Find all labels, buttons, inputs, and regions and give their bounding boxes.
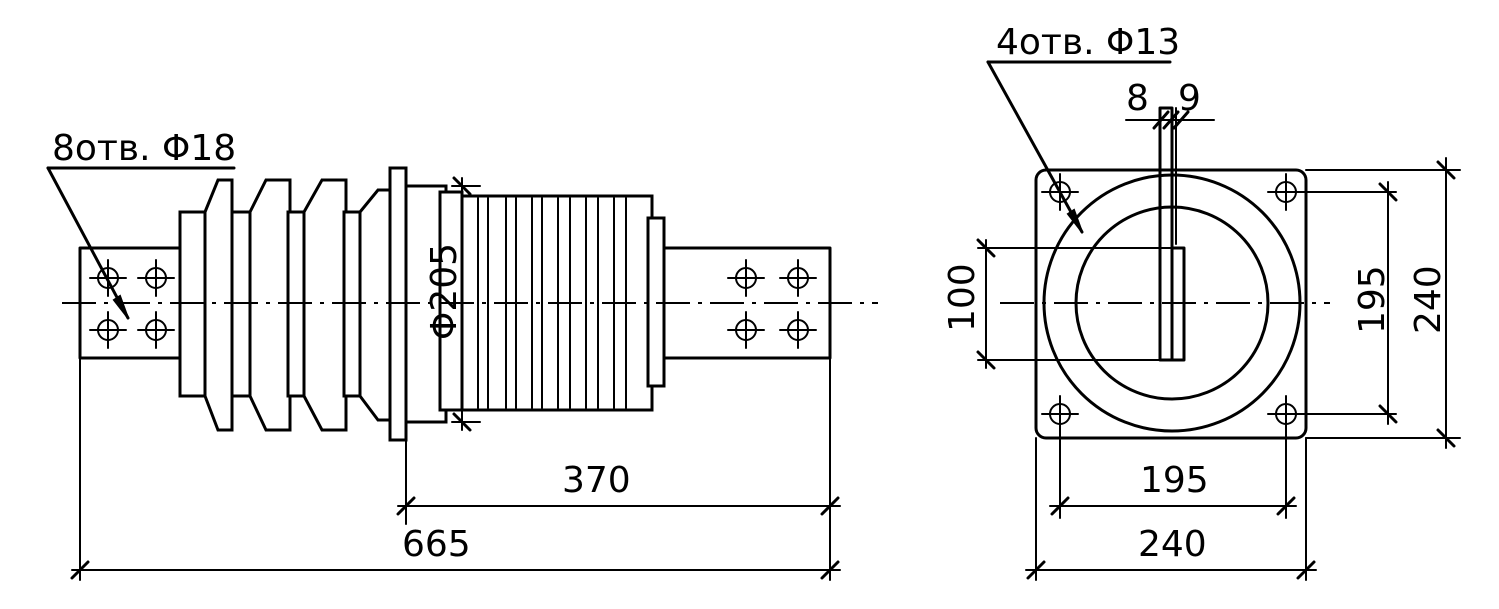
hole-marker-icon	[1267, 173, 1305, 211]
dim-240h-label: 240	[1138, 524, 1207, 565]
end-holes-label: 4отв. Φ13	[996, 22, 1180, 63]
dim-195-vertical	[1299, 181, 1398, 425]
dim-240-vertical	[1305, 157, 1461, 449]
dim-665	[70, 357, 841, 581]
side-holes-label: 8отв. Φ18	[52, 128, 236, 169]
hole-marker-icon	[89, 311, 127, 349]
dim-665-label: 665	[402, 524, 471, 565]
dim-370	[396, 357, 841, 581]
dim-8-label: 8	[1126, 78, 1149, 119]
dim-195v-label: 195	[1352, 265, 1393, 334]
end-view: 4отв. Φ13 8 9 100 195	[942, 22, 1461, 581]
diameter-dimension	[451, 176, 481, 432]
dim-195-horizontal	[1049, 423, 1297, 519]
hole-marker-icon	[727, 311, 765, 349]
side-holes-leader	[46, 166, 236, 320]
end-holes-leader	[986, 60, 1172, 234]
dim-240v-label: 240	[1408, 265, 1449, 334]
terminal-bar-section	[1158, 106, 1186, 362]
dim-9-label: 9	[1178, 78, 1201, 119]
hole-marker-icon	[137, 311, 175, 349]
dim-195h-label: 195	[1140, 460, 1209, 501]
hole-marker-icon	[137, 259, 175, 297]
dim-100	[976, 238, 1185, 370]
hole-marker-icon	[727, 259, 765, 297]
dim-bar-thickness	[1125, 110, 1215, 130]
dim-100-label: 100	[942, 263, 983, 332]
dim-240-horizontal	[1025, 437, 1317, 581]
insulator-sheds	[178, 178, 394, 432]
hole-marker-icon	[779, 259, 817, 297]
hole-marker-icon	[779, 311, 817, 349]
side-view: 8отв. Φ18 Φ205 370 665	[46, 128, 878, 581]
dim-370-label: 370	[562, 460, 631, 501]
diameter-label: Φ205	[424, 243, 465, 340]
